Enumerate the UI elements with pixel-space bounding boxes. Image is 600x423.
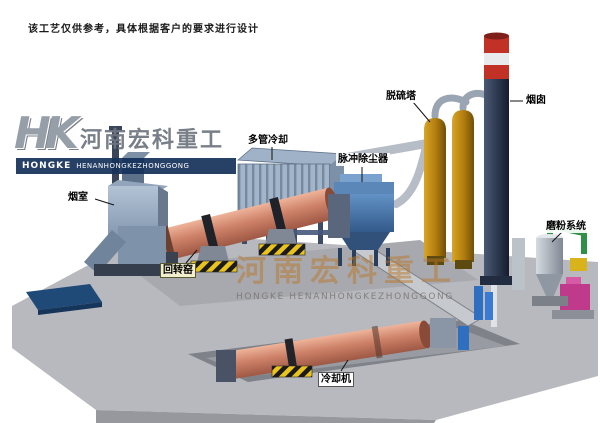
company-logo: HK 河南宏科重工 HONGKE HENANHONGKEZHONGGONG	[14, 108, 242, 178]
logo-company-name-en: HONGKE HENANHONGKEZHONGGONG	[16, 158, 236, 174]
label-pulse-dust-collector: 脉冲除尘器	[336, 153, 390, 166]
ground-platform	[12, 232, 598, 423]
label-desulfurization-tower: 脱硫塔	[384, 90, 418, 103]
label-grinding-system: 磨粉系统	[544, 220, 588, 233]
logo-en-secondary: HENANHONGKEZHONGGONG	[76, 162, 190, 170]
logo-en-primary: HONGKE	[22, 161, 72, 171]
disclaimer-note: 该工艺仅供参考，具体根据客户的要求进行设计	[28, 24, 259, 35]
label-cooler: 冷却机	[318, 372, 354, 387]
smoke-chamber-front	[84, 226, 166, 276]
equipment-pad	[26, 284, 102, 315]
label-rotary-kiln: 回转窑	[160, 263, 196, 278]
chimney	[480, 32, 513, 327]
label-chimney: 烟囱	[524, 94, 548, 107]
desulfurization-towers	[424, 89, 496, 269]
leader-lines	[94, 100, 563, 372]
cooling-machine	[216, 318, 469, 382]
logo-monogram: HK	[14, 108, 79, 159]
label-multi-tube-cooler: 多管冷却	[246, 134, 290, 147]
label-smoke-chamber: 烟室	[66, 191, 90, 204]
logo-company-name-cn: 河南宏科重工	[80, 128, 225, 153]
kiln-hood	[328, 194, 350, 238]
